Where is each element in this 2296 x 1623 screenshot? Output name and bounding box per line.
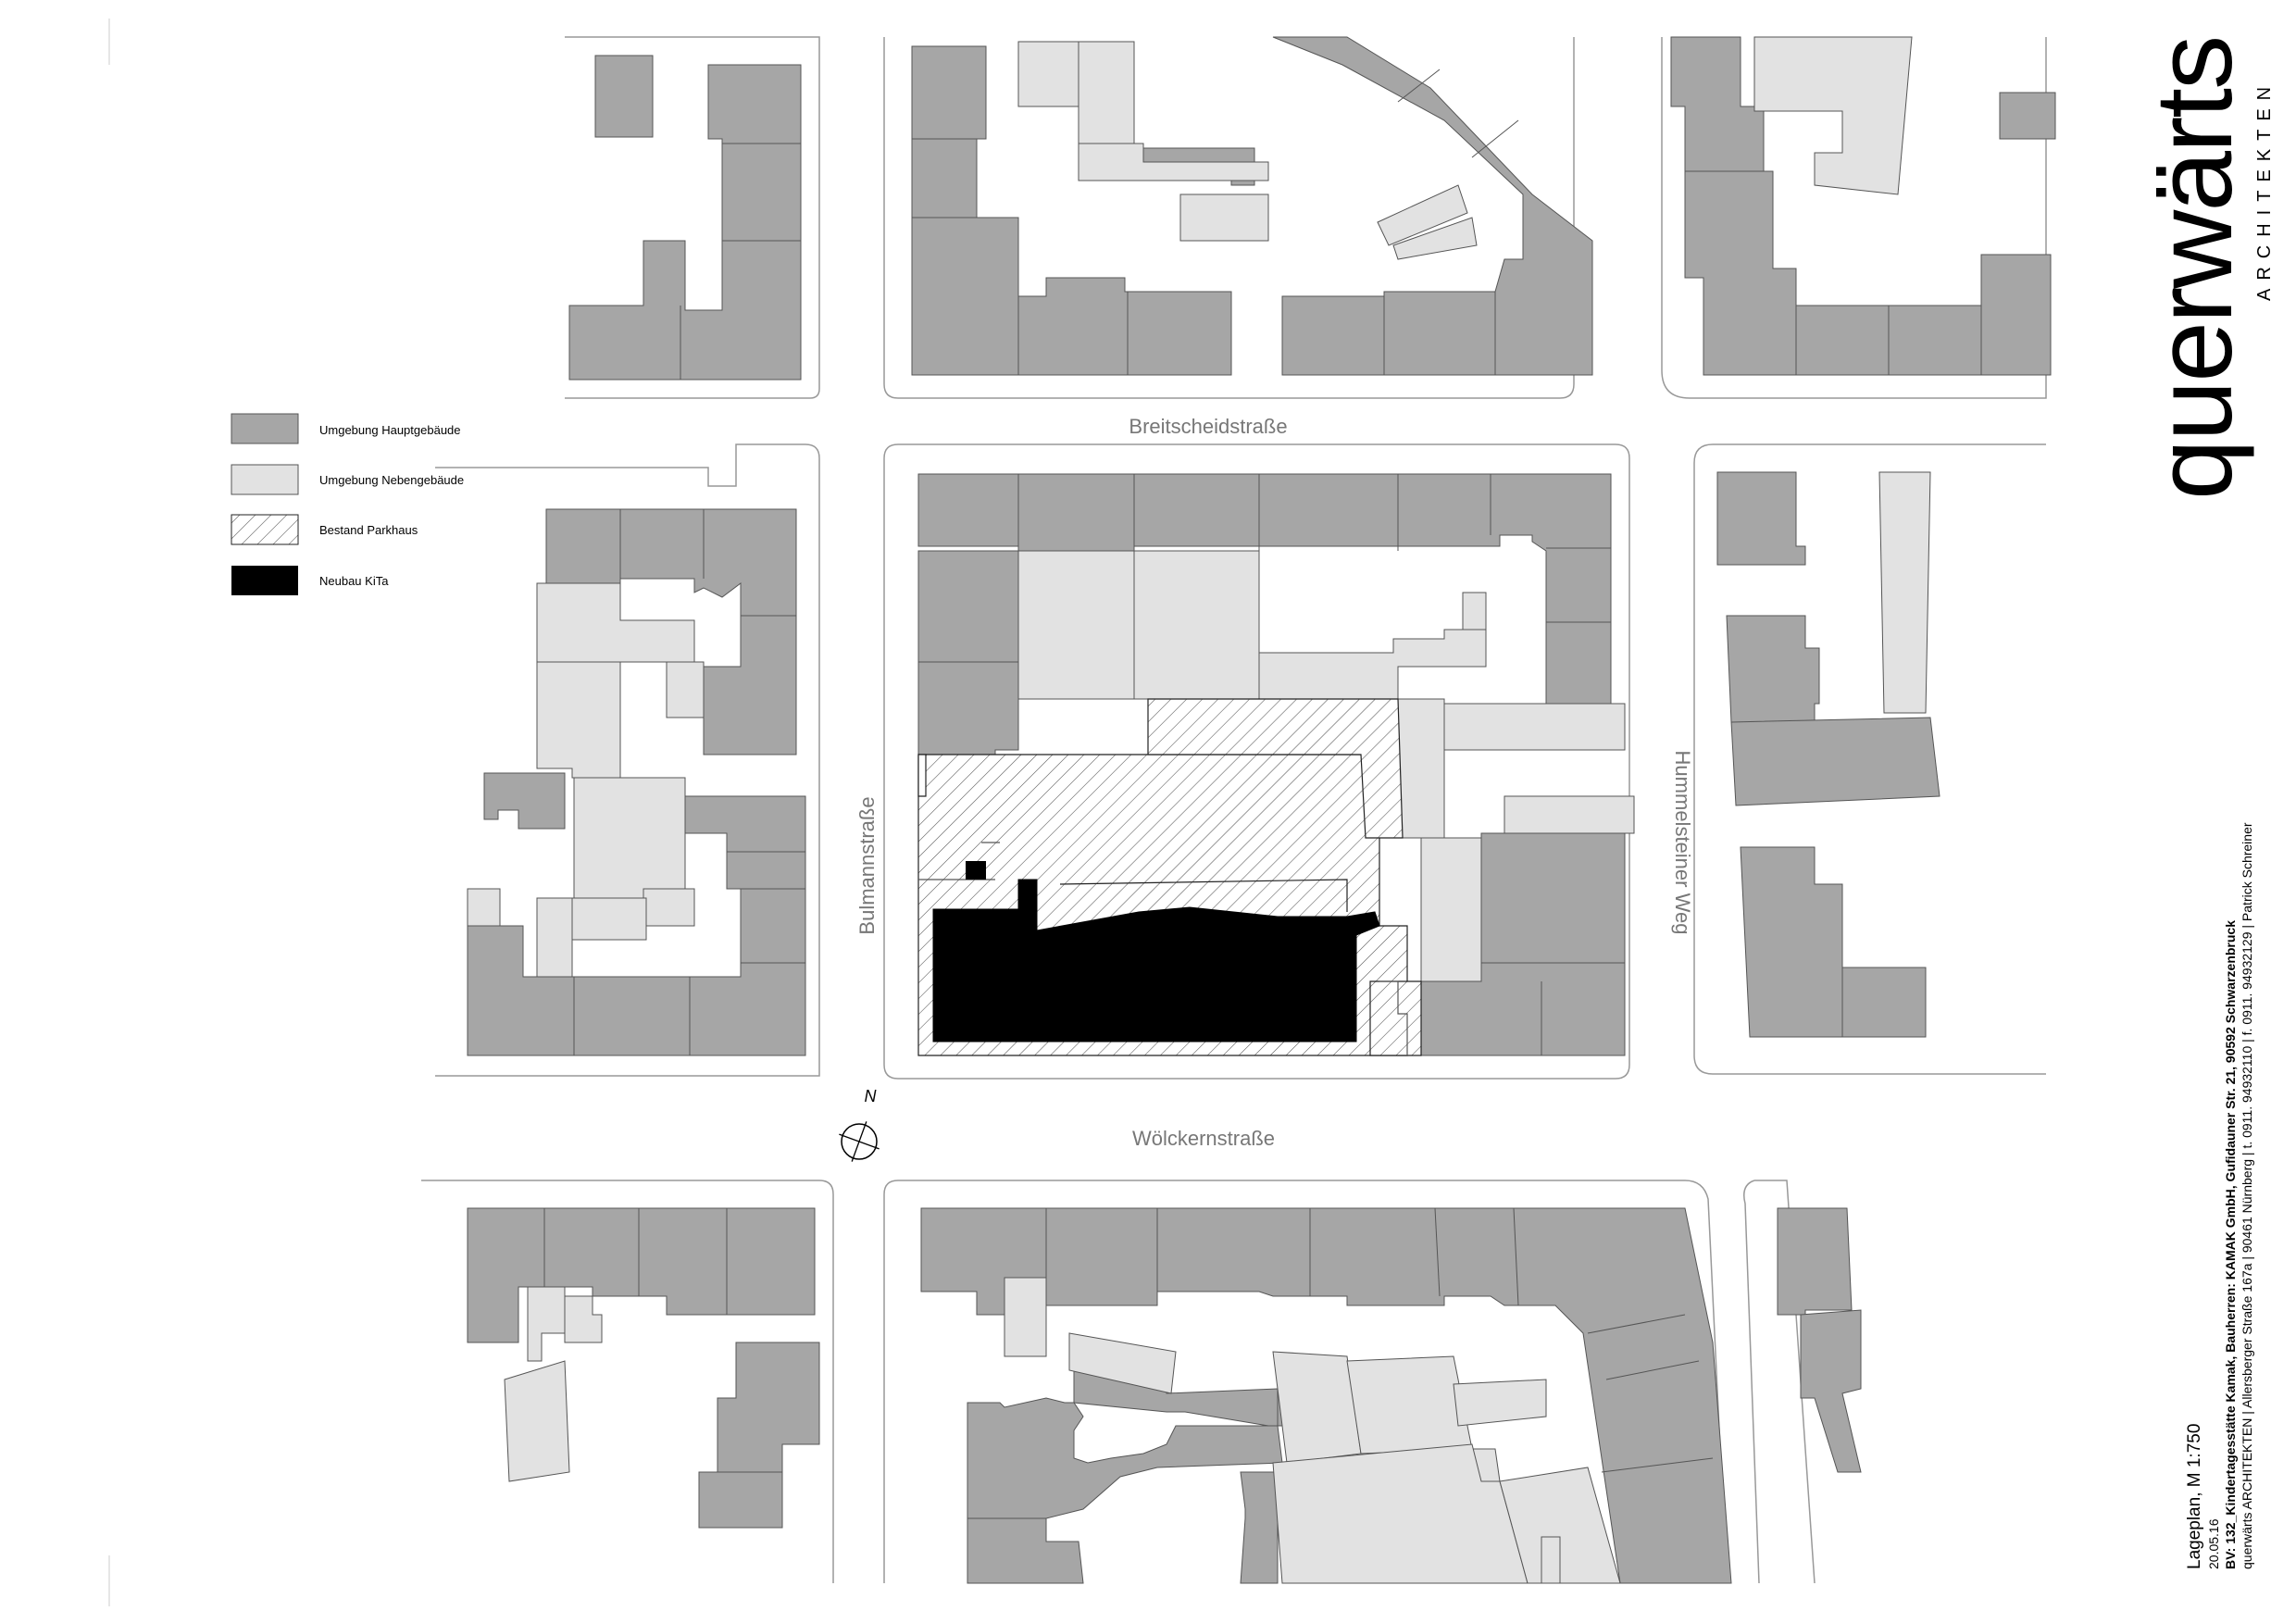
title-block-office: querwärts ARCHITEKTEN | Allersberger Str… [2240,822,2254,1569]
legend-label-kita: Neubau KiTa [319,574,389,588]
legend-swatch-kita [231,566,298,595]
street-label-breitscheid: Breitscheidstraße [1129,415,1287,438]
legend-label-neben: Umgebung Nebengebäude [319,473,464,487]
logo-subline: ARCHITEKTEN [2254,79,2275,301]
north-arrow: N [839,1087,880,1162]
title-block: Lageplan, M 1:750 20.05.16 BV: 132_Kinde… [2185,822,2254,1569]
legend-swatch-haupt [231,413,299,444]
legend-swatch-neben [231,464,299,495]
logo-wordmark: querwärts [2133,37,2255,500]
legend-swatch-parkhaus [231,514,299,545]
legend-label-haupt: Umgebung Hauptgebäude [319,423,461,437]
surrounding-main-buildings [467,36,2056,1584]
legend-label-parkhaus: Bestand Parkhaus [319,523,418,537]
north-arrow-label: N [865,1087,878,1105]
new-daycare-annex [966,861,986,880]
surrounding-secondary-buildings [467,36,1931,1584]
street-label-woelckern: Wölckernstraße [1132,1127,1275,1150]
block-outlines [421,36,2047,1584]
street-label-bulmann: Bulmannstraße [855,796,879,934]
title-block-title: Lageplan, M 1:750 [2185,1424,2204,1569]
title-block-date: 20.05.16 [2206,1518,2221,1569]
new-daycare-building [932,879,1380,1042]
logo: querwärts ARCHITEKTEN [2133,37,2275,500]
legend: Umgebung Hauptgebäude Umgebung Nebengebä… [231,413,464,595]
title-block-project: BV: 132_Kindertagesstätte Kamak, Bauherr… [2223,920,2238,1569]
street-label-hummelsteiner: Hummelsteiner Weg [1671,751,1694,935]
